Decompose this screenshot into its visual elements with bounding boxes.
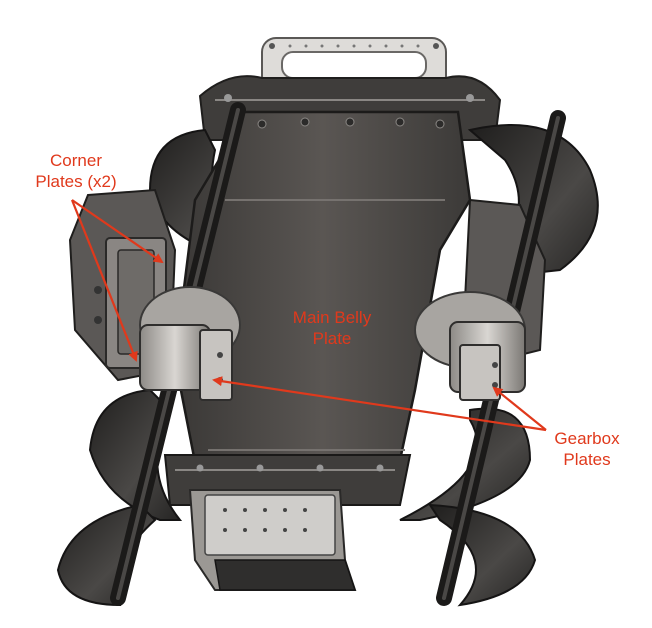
label-main-belly-plate-line2: Plate [312,329,352,348]
label-corner-plates: Corner Plates (x2) [28,150,124,192]
label-gearbox-plates: Gearbox Plates [542,428,632,470]
label-gearbox-plates-line1: Gearbox [554,429,620,448]
arrow-corner-plate-lower [70,199,138,362]
arrow-gearbox-right [492,386,547,431]
label-main-belly-plate-line1: Main Belly [292,308,372,327]
label-main-belly-plate: Main Belly Plate [282,307,382,349]
annotation-arrows [70,199,547,432]
gearbox-left [139,286,241,401]
label-corner-plates-line2: Plates (x2) [35,172,117,191]
label-corner-plates-line1: Corner [50,151,102,170]
arrow-gearbox-left [212,376,547,432]
label-gearbox-plates-line2: Plates [563,450,611,469]
arrow-corner-plate-upper [71,199,164,264]
gearbox-right [414,291,526,401]
bottom-tray [188,489,357,591]
